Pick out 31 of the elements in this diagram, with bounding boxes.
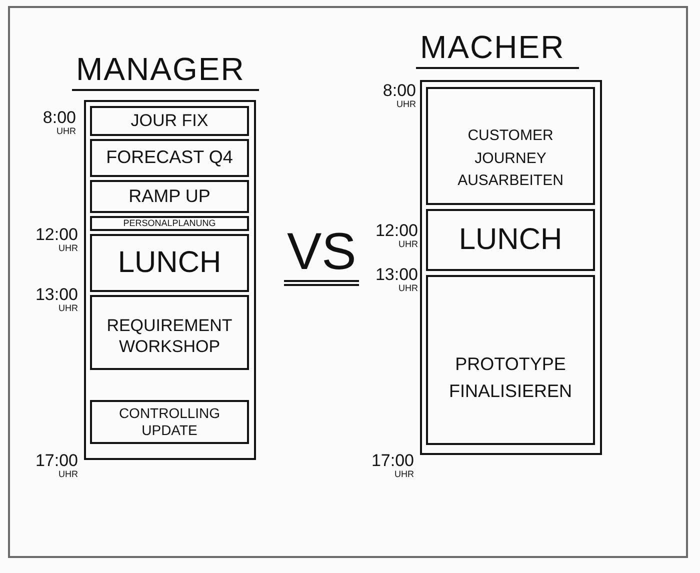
activity-label: LUNCH — [118, 245, 222, 281]
time-label: 13:00 UHR — [374, 266, 418, 294]
time-label: 8:00 UHR — [382, 82, 416, 110]
time-slot-box — [90, 216, 249, 231]
time-label: 17:00 UHR — [34, 452, 78, 480]
time-slot-box — [90, 234, 249, 292]
time-slot-box — [90, 180, 249, 213]
time-label: 12:00 UHR — [374, 222, 418, 250]
time-slot-box — [426, 209, 595, 271]
time-slot-box — [426, 275, 595, 445]
activity-label: LUNCH — [458, 222, 562, 258]
versus-label: VS — [284, 226, 360, 286]
time-slot-box — [90, 139, 249, 177]
time-slot-box — [426, 87, 595, 205]
activity-label: FORECAST Q4 — [106, 147, 233, 169]
activity-label: RAMP UP — [128, 186, 210, 208]
column-heading: MANAGER — [72, 52, 259, 92]
time-label: 17:00 UHR — [370, 452, 414, 480]
activity-label: CUSTOMER JOURNEY AUSARBEITEN — [456, 126, 564, 192]
time-slot-box — [90, 106, 249, 136]
time-label: 12:00 UHR — [34, 226, 78, 254]
activity-label: JOUR FIX — [130, 110, 208, 132]
time-label: 13:00 UHR — [34, 286, 78, 314]
time-slot-box — [90, 295, 249, 370]
activity-label: REQUIREMENT WORKSHOP — [106, 316, 234, 357]
activity-label: PERSONALPLANUNG — [123, 218, 216, 229]
activity-label: PROTOTYPE FINALISIEREN — [448, 353, 574, 403]
column-heading: MACHER — [416, 30, 579, 70]
time-label: 8:00 UHR — [42, 109, 76, 136]
activity-label: CONTROLLING UPDATE — [118, 405, 222, 439]
time-slot-box — [90, 400, 249, 444]
